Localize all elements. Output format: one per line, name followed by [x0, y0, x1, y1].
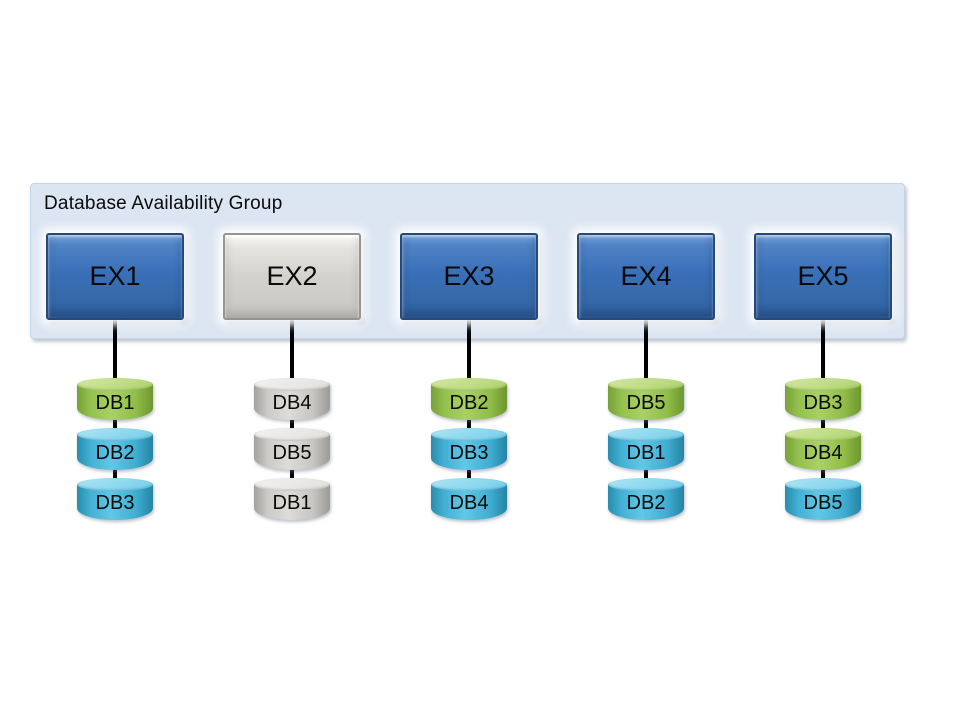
db-cylinder-ex2-3: DB1: [254, 478, 330, 520]
db-cylinder-ex1-2: DB2: [77, 428, 153, 470]
db-label: DB2: [449, 392, 489, 414]
cylinder-top: [254, 478, 330, 491]
server-box-ex4: EX4: [577, 233, 715, 320]
server-label-ex5: EX5: [797, 261, 849, 291]
db-cylinder-ex5-1: DB3: [785, 378, 861, 420]
db-cylinder-ex2-1: DB4: [254, 378, 330, 420]
cylinder-top: [431, 378, 507, 391]
cylinder-top: [254, 428, 330, 441]
cylinder-top: [431, 478, 507, 491]
cylinder-top: [608, 378, 684, 391]
db-label: DB1: [272, 492, 312, 514]
db-label: DB1: [626, 442, 666, 464]
db-cylinder-ex4-1: DB5: [608, 378, 684, 420]
db-label: DB5: [626, 392, 666, 414]
db-label: DB3: [95, 492, 135, 514]
cylinder-top: [785, 478, 861, 491]
db-cylinder-ex3-1: DB2: [431, 378, 507, 420]
cylinder-top: [608, 478, 684, 491]
db-label: DB1: [95, 392, 135, 414]
db-label: DB4: [272, 392, 312, 414]
db-cylinder-ex5-3: DB5: [785, 478, 861, 520]
db-label: DB5: [803, 492, 843, 514]
db-cylinder-ex3-3: DB4: [431, 478, 507, 520]
server-box-ex2: EX2: [223, 233, 361, 320]
db-label: DB3: [803, 392, 843, 414]
db-cylinder-ex2-2: DB5: [254, 428, 330, 470]
cylinder-top: [77, 378, 153, 391]
db-label: DB2: [95, 442, 135, 464]
db-cylinder-ex1-1: DB1: [77, 378, 153, 420]
cylinder-top: [254, 378, 330, 391]
server-label-ex2: EX2: [266, 261, 318, 291]
cylinder-top: [77, 478, 153, 491]
cylinder-top: [785, 428, 861, 441]
db-cylinder-ex4-3: DB2: [608, 478, 684, 520]
db-label: DB4: [449, 492, 489, 514]
db-label: DB2: [626, 492, 666, 514]
cylinder-top: [608, 428, 684, 441]
server-label-ex3: EX3: [443, 261, 495, 291]
server-box-ex5: EX5: [754, 233, 892, 320]
cylinder-top: [431, 428, 507, 441]
db-cylinder-ex4-2: DB1: [608, 428, 684, 470]
db-cylinder-ex1-3: DB3: [77, 478, 153, 520]
server-box-ex1: EX1: [46, 233, 184, 320]
db-cylinder-ex3-2: DB3: [431, 428, 507, 470]
server-box-ex3: EX3: [400, 233, 538, 320]
cylinder-top: [77, 428, 153, 441]
dag-title: Database Availability Group: [44, 193, 283, 214]
db-label: DB3: [449, 442, 489, 464]
server-label-ex4: EX4: [620, 261, 672, 291]
db-label: DB5: [272, 442, 312, 464]
server-label-ex1: EX1: [89, 261, 141, 291]
db-label: DB4: [803, 442, 843, 464]
db-cylinder-ex5-2: DB4: [785, 428, 861, 470]
cylinder-top: [785, 378, 861, 391]
